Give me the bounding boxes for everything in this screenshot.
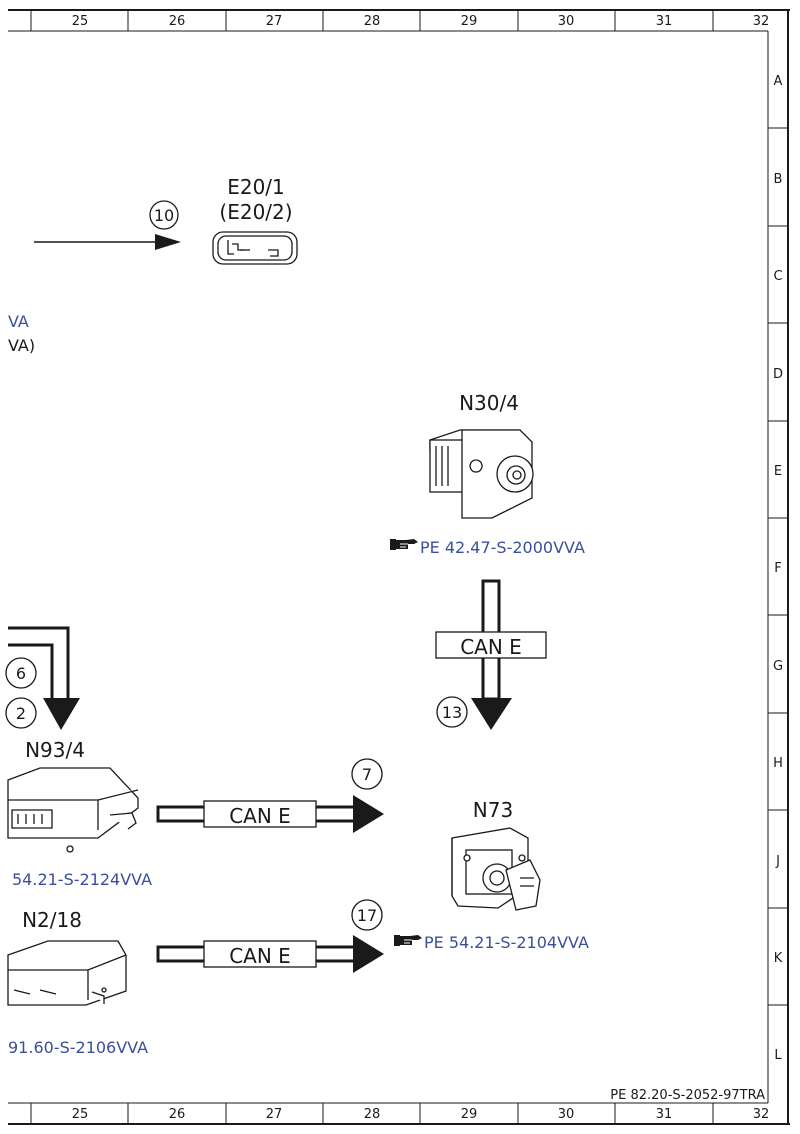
footer-code: PE 82.20-S-2052-97TRA xyxy=(610,1088,765,1103)
can-bus-n93: CAN E xyxy=(156,795,384,833)
row-label: L xyxy=(774,1048,782,1063)
column-labels-bottom: 25 26 27 28 29 30 31 32 xyxy=(72,1107,770,1122)
row-label: F xyxy=(774,561,781,576)
callout-number: 7 xyxy=(362,765,372,784)
callout-number: 17 xyxy=(357,906,377,925)
row-label: H xyxy=(773,756,783,771)
col-label: 29 xyxy=(461,14,478,29)
callout-2: 2 xyxy=(5,697,37,729)
callout-6: 6 xyxy=(5,657,37,689)
can-bus-vertical: CAN E xyxy=(435,579,547,730)
left-partial-ref[interactable]: VA xyxy=(8,312,29,331)
callout-number: 13 xyxy=(442,703,462,722)
row-label: G xyxy=(773,659,783,674)
e20-alt-name: (E20/2) xyxy=(219,200,292,224)
callout-number: 10 xyxy=(154,206,174,225)
col-label: 31 xyxy=(656,14,673,29)
col-label: 27 xyxy=(266,14,283,29)
bus-label: CAN E xyxy=(229,804,291,828)
row-labels: A B C D E F G H J K L xyxy=(773,74,783,1063)
n30-module-icon xyxy=(429,429,534,519)
callout-17: 17 xyxy=(351,899,383,931)
n93-arrow-head xyxy=(43,698,80,730)
e20-name: E20/1 xyxy=(227,175,285,199)
bus-label: CAN E xyxy=(229,944,291,968)
col-label: 30 xyxy=(558,1107,575,1122)
callout-13: 13 xyxy=(436,696,468,728)
row-label: B xyxy=(774,172,783,187)
col-label: 31 xyxy=(656,1107,673,1122)
row-label: E xyxy=(774,464,782,479)
row-label: J xyxy=(775,854,780,869)
n93-name: N93/4 xyxy=(25,738,85,762)
row-label: D xyxy=(773,367,783,382)
callout-10: 10 xyxy=(149,200,179,230)
callout-7: 7 xyxy=(351,758,383,790)
n2-name: N2/18 xyxy=(22,908,82,932)
col-label: 28 xyxy=(364,14,381,29)
col-label: 25 xyxy=(72,14,89,29)
lamp-e20-icon xyxy=(212,231,298,265)
signal-arrow-e20 xyxy=(34,234,181,250)
n93-incoming-wires xyxy=(8,626,70,700)
row-label: C xyxy=(773,269,782,284)
column-labels-top: 25 26 27 28 29 30 31 32 xyxy=(72,14,770,29)
n30-reference[interactable]: PE 42.47-S-2000VVA xyxy=(390,538,585,557)
callout-number: 6 xyxy=(16,664,26,683)
col-label: 26 xyxy=(169,14,186,29)
n73-reference[interactable]: PE 54.21-S-2104VVA xyxy=(394,933,589,952)
callout-number: 2 xyxy=(16,704,26,723)
col-label: 27 xyxy=(266,1107,283,1122)
can-bus-n2: CAN E xyxy=(156,935,384,973)
n2-ref-link[interactable]: 91.60-S-2106VVA xyxy=(8,1038,148,1057)
row-label: A xyxy=(774,74,783,89)
col-label: 28 xyxy=(364,1107,381,1122)
col-label: 25 xyxy=(72,1107,89,1122)
left-partial-alt: VA) xyxy=(8,336,35,355)
n73-ignition-switch-icon xyxy=(451,827,541,911)
col-label: 32 xyxy=(753,14,770,29)
n73-ref-link[interactable]: PE 54.21-S-2104VVA xyxy=(424,933,589,952)
n2-module-icon xyxy=(7,940,127,1006)
col-label: 26 xyxy=(169,1107,186,1122)
row-label: K xyxy=(774,951,783,966)
bus-label: CAN E xyxy=(460,635,522,659)
frame xyxy=(8,9,790,1125)
n93-ref-link[interactable]: 54.21-S-2124VVA xyxy=(12,870,152,889)
col-label: 32 xyxy=(753,1107,770,1122)
n93-module-icon xyxy=(7,767,139,853)
n30-ref-link[interactable]: PE 42.47-S-2000VVA xyxy=(420,538,585,557)
hand-pointer-icon xyxy=(394,935,422,946)
n73-name: N73 xyxy=(473,798,513,822)
n30-name: N30/4 xyxy=(459,391,519,415)
col-label: 30 xyxy=(558,14,575,29)
hand-pointer-icon xyxy=(390,539,418,550)
col-label: 29 xyxy=(461,1107,478,1122)
